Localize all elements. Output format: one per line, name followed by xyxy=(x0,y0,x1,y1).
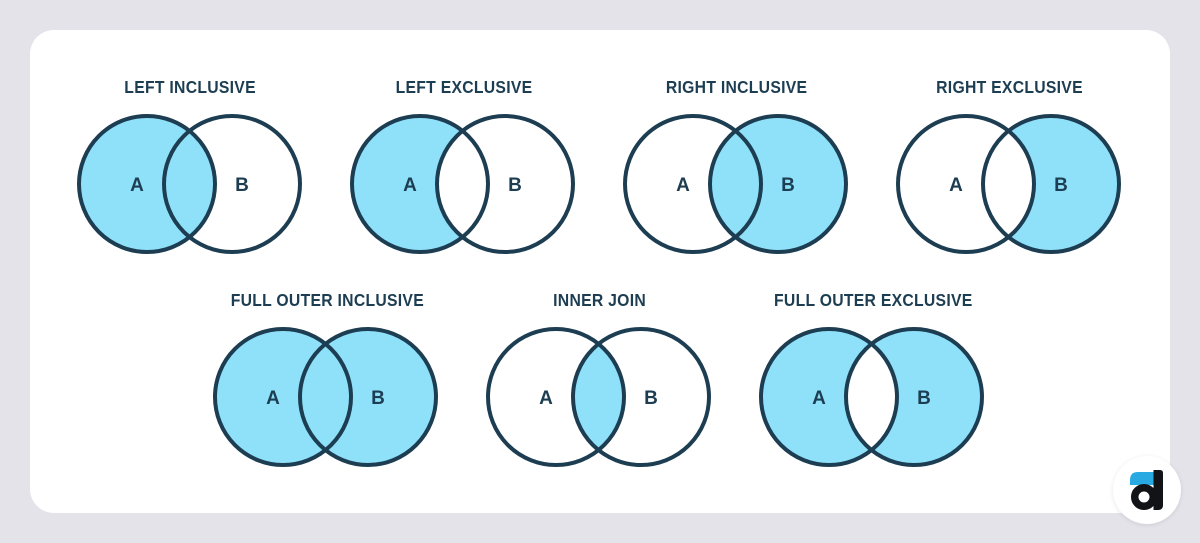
dataschool-logo-badge xyxy=(1113,456,1181,524)
venn-label-a-left-inclusive: A xyxy=(130,175,144,196)
venn-label-b-right-inclusive: B xyxy=(781,175,795,196)
venn-label-a-inner-join: A xyxy=(539,388,553,409)
venn-title-left-inclusive: LEFT INCLUSIVE xyxy=(124,77,257,97)
venn-label-a-full-outer-inclusive: A xyxy=(266,388,280,409)
venn-label-a-right-exclusive: A xyxy=(949,175,963,196)
venn-label-b-full-outer-exclusive: B xyxy=(917,388,931,409)
venn-title-left-exclusive: LEFT EXCLUSIVE xyxy=(395,77,532,97)
venn-title-full-outer-exclusive: FULL OUTER EXCLUSIVE xyxy=(773,290,973,310)
venn-title-full-outer-inclusive: FULL OUTER INCLUSIVE xyxy=(230,290,424,310)
venn-label-b-right-exclusive: B xyxy=(1054,175,1068,196)
d-logo-icon xyxy=(1130,470,1163,510)
venn-label-b-left-exclusive: B xyxy=(508,175,522,196)
venn-label-a-right-inclusive: A xyxy=(676,175,690,196)
venn-title-right-exclusive: RIGHT EXCLUSIVE xyxy=(936,77,1083,97)
venn-title-inner-join: INNER JOIN xyxy=(553,290,647,310)
venn-title-right-inclusive: RIGHT INCLUSIVE xyxy=(665,77,808,97)
venn-label-b-left-inclusive: B xyxy=(235,175,249,196)
venn-label-a-full-outer-exclusive: A xyxy=(812,388,826,409)
venn-label-b-full-outer-inclusive: B xyxy=(371,388,385,409)
venn-label-b-inner-join: B xyxy=(644,388,658,409)
venn-label-a-left-exclusive: A xyxy=(403,175,417,196)
